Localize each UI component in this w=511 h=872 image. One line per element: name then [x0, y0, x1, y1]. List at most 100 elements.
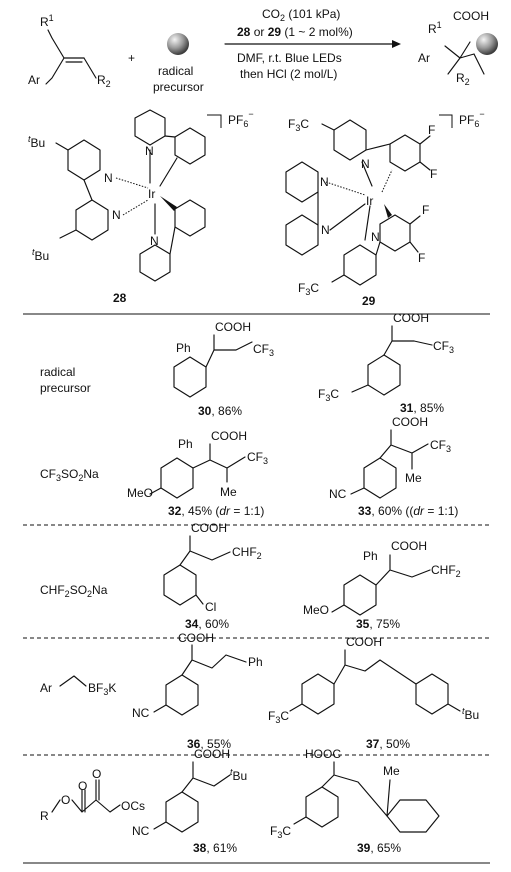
row2-precursor: CF3SO2Na: [40, 467, 99, 483]
radical-ball-icon: [167, 33, 189, 55]
catalyst-28-tbu-2: tBu: [32, 247, 49, 263]
product-35-ph: Ph: [363, 549, 378, 563]
catalyst-29-n3: N: [321, 223, 330, 237]
product-ball-icon: [476, 33, 498, 55]
row5-precursor-ocs: OCs: [121, 799, 145, 813]
product-35: Ph COOH CHF2 MeO 35, 75%: [303, 539, 461, 631]
product-37: COOH F3C tBu 37, 50%: [268, 635, 479, 751]
product-36-nc: NC: [132, 706, 150, 720]
product-33-cf3: CF3: [430, 438, 451, 454]
product-ar: Ar: [418, 51, 430, 65]
product-39-me: Me: [383, 764, 400, 778]
catalyst-29-ir: Ir: [366, 194, 373, 208]
radical-label-2: precursor: [153, 80, 204, 94]
row4-precursor-bf3k: BF3K: [88, 681, 116, 697]
product-32-meo: MeO: [127, 486, 153, 500]
row4-precursor-ar: Ar: [40, 681, 52, 695]
conditions-hcl: then HCl (2 mol/L): [240, 67, 337, 81]
product-32-caption: 32, 45% (dr = 1:1): [168, 504, 264, 518]
product-30-ph: Ph: [176, 341, 191, 355]
reaction-arrow: [224, 40, 401, 48]
catalyst-28-n1: N: [104, 171, 113, 185]
product-r1: R1: [428, 20, 442, 36]
product-34-chf2: CHF2: [232, 545, 262, 561]
product-36-ph: Ph: [248, 655, 263, 669]
product-31-caption: 31, 85%: [400, 401, 444, 415]
catalyst-28-ir: Ir: [148, 187, 155, 201]
product-32-me: Me: [220, 485, 237, 499]
catalyst-29-f3: F: [422, 203, 429, 217]
catalyst-29-f1: F: [428, 123, 435, 137]
catalyst-28-n3: N: [145, 144, 154, 158]
product-36: COOH Ph NC 36, 55%: [132, 631, 263, 751]
product-31-f3c: F3C: [318, 387, 339, 403]
row4-precursor: Ar BF3K: [40, 675, 116, 697]
product-35-chf2: CHF2: [431, 563, 461, 579]
product-r2: R2: [456, 71, 470, 87]
catalyst-29-n1: N: [361, 157, 370, 171]
product-33-cooh: COOH: [392, 415, 428, 429]
product-39-caption: 39, 65%: [357, 841, 401, 855]
catalyst-28-n2: N: [112, 208, 121, 222]
plus-sign: +: [128, 51, 135, 65]
product-38: COOH tBu NC 38, 61%: [132, 747, 247, 855]
reactant-r2: R2: [97, 73, 111, 89]
conditions-co2: CO2 (101 kPa): [262, 7, 340, 23]
product-31-cf3: CF3: [433, 339, 454, 355]
product-38-nc: NC: [132, 824, 150, 838]
product-31: COOH CF3 F3C 31, 85%: [318, 311, 454, 415]
catalyst-28-tbu-1: tBu: [28, 134, 45, 150]
product-33-caption: 33, 60% ((dr = 1:1): [358, 504, 458, 518]
catalyst-28-n4: N: [150, 234, 159, 248]
catalyst-29-id: 29: [362, 294, 376, 308]
product-34: COOH CHF2 Cl 34, 60%: [163, 521, 262, 631]
row5-precursor: R O O O OCs: [40, 767, 145, 823]
product-34-cooh: COOH: [191, 521, 227, 535]
product-32-cf3: CF3: [247, 450, 268, 466]
product-34-caption: 34, 60%: [185, 617, 229, 631]
catalyst-28-id: 28: [113, 291, 127, 305]
product-36-caption: 36, 55%: [187, 737, 231, 751]
row1-precursor-2: precursor: [40, 381, 91, 395]
product-37-f3c: F3C: [268, 709, 289, 725]
product-33-nc: NC: [329, 487, 347, 501]
product-30-cooh: COOH: [215, 320, 251, 334]
catalyst-29-f4: F: [418, 251, 425, 265]
catalyst-29-n2: N: [320, 175, 329, 189]
catalyst-28-counterion: PF6−: [228, 109, 254, 129]
product-36-cooh: COOH: [178, 631, 214, 645]
product-cooh: COOH: [453, 9, 489, 23]
product-39-f3c: F3C: [270, 824, 291, 840]
product-38-caption: 38, 61%: [193, 841, 237, 855]
row1-precursor-1: radical: [40, 365, 75, 379]
product-38-cooh: COOH: [194, 747, 230, 761]
product-39: HOOC Me F3C 39, 65%: [270, 747, 440, 855]
row5-precursor-o3: O: [92, 767, 101, 781]
product-30-caption: 30, 86%: [198, 404, 242, 418]
product-32: Ph COOH CF3 MeO Me 32, 45% (dr = 1:1): [127, 429, 268, 518]
product-30-cf3: CF3: [253, 342, 274, 358]
product-33: COOH CF3 NC Me 33, 60% ((dr = 1:1): [329, 415, 458, 518]
product-33-me: Me: [405, 471, 422, 485]
catalyst-29: PF6− Ir N N N N F3C F F F F F3C: [285, 109, 485, 308]
catalyst-29-counterion: PF6−: [459, 109, 485, 129]
catalyst-28: PF6− Ir N N N N tBu tBu 28: [28, 109, 254, 305]
product-30: Ph COOH CF3 30, 86%: [173, 320, 274, 418]
catalyst-29-cf3-2: F3C: [298, 281, 319, 297]
conditions-catalyst: 28 or 29 (1 ~ 2 mol%): [237, 25, 353, 39]
row3-precursor: CHF2SO2Na: [40, 583, 108, 599]
product-35-meo: MeO: [303, 603, 329, 617]
row5-precursor-o1: O: [61, 793, 70, 807]
radical-label-1: radical: [158, 64, 193, 78]
product-31-cooh: COOH: [393, 311, 429, 325]
product-32-ph: Ph: [178, 437, 193, 451]
catalyst-29-cf3-1: F3C: [288, 117, 309, 133]
reactant-alkene: R1 Ar R2: [28, 13, 111, 89]
product-38-tbu: tBu: [230, 767, 247, 783]
product-37-caption: 37, 50%: [366, 737, 410, 751]
general-product: R1 COOH Ar R2: [418, 9, 498, 87]
product-35-cooh: COOH: [391, 539, 427, 553]
product-32-cooh: COOH: [211, 429, 247, 443]
catalyst-29-f2: F: [430, 167, 437, 181]
